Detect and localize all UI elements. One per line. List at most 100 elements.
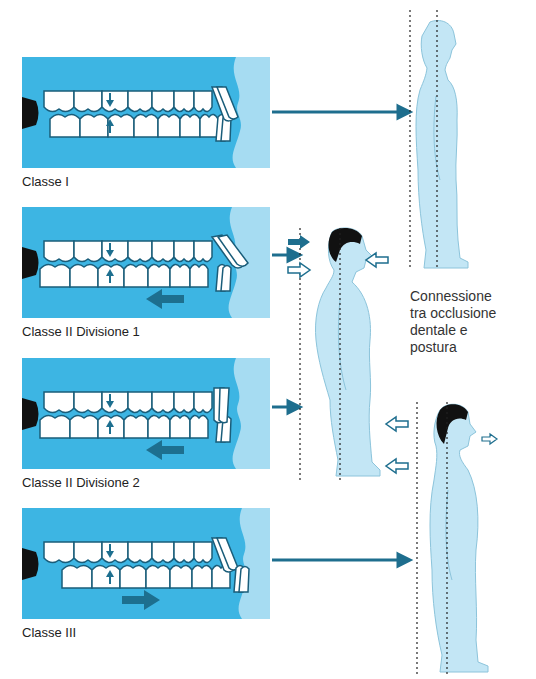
class-label: Classe III [22,625,270,640]
upper-tooth [194,542,212,563]
panel-background [22,207,270,318]
panel-background [22,508,270,619]
lower-tooth [62,565,92,588]
lower-tooth [50,114,80,137]
upper-tooth [74,392,102,413]
upper-tooth [152,91,174,112]
force-arrow [366,253,388,267]
hair [329,228,362,262]
lower-tooth [180,114,200,137]
plumb-line [446,402,447,674]
incisor [218,235,248,266]
connection-arrow [272,559,400,562]
lower-tooth [98,415,124,438]
upper-tooth [102,392,128,413]
upper-tooth [152,241,174,262]
plumb-line [409,10,410,270]
jaw-shift-arrow [146,440,184,460]
face-profile [239,508,270,619]
upper-tooth [74,91,102,112]
lower-tooth [148,415,170,438]
upper-tooth [128,392,152,413]
incisor [239,567,249,593]
lower-tooth [70,415,98,438]
lower-tooth [70,264,98,287]
upper-tooth [194,241,212,262]
class-label: Classe II Divisione 2 [22,475,270,490]
upper-tooth [194,392,212,413]
upper-tooth [152,542,174,563]
plumb-line [416,402,417,674]
lower-tooth [190,415,208,438]
bite-arrow [109,275,111,283]
upper-tooth [102,241,128,262]
panel-background [22,358,270,469]
lower-tooth [124,264,148,287]
arm-line [434,96,440,180]
lower-tooth [120,565,146,588]
upper-tooth [174,91,194,112]
upper-tooth [128,241,152,262]
lower-tooth [170,264,190,287]
upper-tooth [102,542,128,563]
human-silhouette [416,21,468,269]
bite-arrow [109,243,111,251]
upper-tooth [194,91,212,112]
upper-tooth [174,241,194,262]
lower-tooth [170,415,190,438]
bite-arrow-head [106,269,114,276]
upper-tooth [44,392,74,413]
arrow-head [288,401,300,413]
force-arrow [288,263,310,277]
lower-tooth [80,114,108,137]
incisor [221,266,231,292]
diagram-caption: Connessione tra occlusione dentale e pos… [410,288,510,356]
bite-arrow-head [106,551,114,558]
occlusion-panel: Classe II Divisione 2 [22,358,270,490]
jaw-joint [22,548,39,580]
bite-arrow [109,125,111,133]
lower-tooth [158,114,180,137]
plumb-line [436,10,437,270]
upper-tooth [74,241,102,262]
lower-tooth [40,264,70,287]
occlusion-panel: Classe III [22,508,270,640]
lower-tooth [92,565,120,588]
bite-arrow-head [106,420,114,427]
upper-tooth [174,542,194,563]
panel-background [22,57,270,168]
force-arrow [288,235,310,249]
force-arrow [386,417,408,431]
occlusion-panel: Classe I [22,57,270,189]
human-silhouette [430,404,488,672]
upper-tooth [174,392,194,413]
teeth-illustration [22,207,270,318]
bite-arrow-head [106,100,114,107]
force-arrow [482,434,497,444]
connection-arrow [272,111,400,114]
upper-tooth [44,542,74,563]
occlusion-panel: Classe II Divisione 1 [22,207,270,339]
face-profile [233,358,270,469]
arrow-head [398,554,410,566]
jaw-joint [22,398,39,430]
incisor [217,87,238,119]
lower-tooth [200,114,218,137]
face-profile [233,57,270,168]
lower-tooth [192,565,212,588]
teeth-illustration [22,57,270,168]
upper-tooth [128,91,152,112]
upper-tooth [102,91,128,112]
lower-tooth [146,565,170,588]
upper-tooth [152,392,174,413]
bite-arrow-head [106,250,114,257]
bite-arrow [109,93,111,101]
incisor [219,388,229,423]
bite-arrow-head [106,570,114,577]
bite-arrow [109,426,111,434]
jaw-joint [22,247,39,279]
incisor [217,538,238,570]
hair [437,404,468,444]
bite-arrow-head [106,119,114,126]
